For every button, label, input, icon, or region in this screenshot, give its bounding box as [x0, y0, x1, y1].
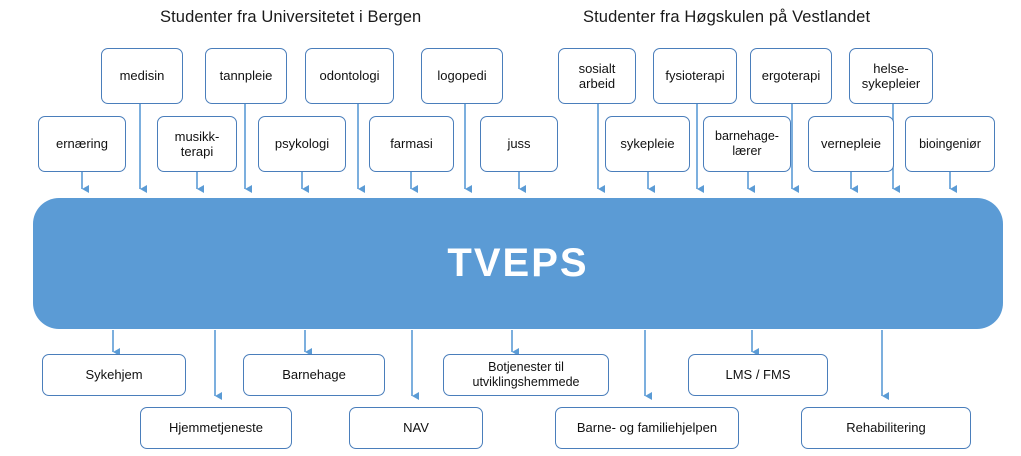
- node-odontologi[interactable]: odontologi: [305, 48, 394, 104]
- node-sosialt-arbeid[interactable]: sosialt arbeid: [558, 48, 636, 104]
- node-ergoterapi[interactable]: ergoterapi: [750, 48, 832, 104]
- node-farmasi[interactable]: farmasi: [369, 116, 454, 172]
- node-hjemmetjeneste[interactable]: Hjemmetjeneste: [140, 407, 292, 449]
- node-ernaering[interactable]: ernæring: [38, 116, 126, 172]
- node-psykologi[interactable]: psykologi: [258, 116, 346, 172]
- node-bioingenior[interactable]: bioingeniør: [905, 116, 995, 172]
- node-barne-familiehjelpen[interactable]: Barne- og familiehjelpen: [555, 407, 739, 449]
- wires-second-row: [81, 172, 957, 193]
- wires-top-row: [139, 104, 900, 193]
- node-musikkterapi[interactable]: musikk-terapi: [157, 116, 237, 172]
- node-helse-sykepleier[interactable]: helse-sykepleier: [849, 48, 933, 104]
- node-lms-fms[interactable]: LMS / FMS: [688, 354, 828, 396]
- node-tannpleie[interactable]: tannpleie: [205, 48, 287, 104]
- node-vernepleie[interactable]: vernepleie: [808, 116, 894, 172]
- wires-services-lower: [214, 330, 889, 400]
- tveps-label: TVEPS: [447, 241, 589, 285]
- tveps-banner[interactable]: TVEPS: [33, 198, 1003, 329]
- node-barnehage[interactable]: Barnehage: [243, 354, 385, 396]
- node-medisin[interactable]: medisin: [101, 48, 183, 104]
- wires-services-upper: [112, 330, 759, 356]
- node-botjenester[interactable]: Botjenester til utviklingshemmede: [443, 354, 609, 396]
- node-nav[interactable]: NAV: [349, 407, 483, 449]
- header-uib: Studenter fra Universitetet i Bergen: [160, 8, 422, 26]
- node-sykepleie[interactable]: sykepleie: [605, 116, 690, 172]
- node-rehabilitering[interactable]: Rehabilitering: [801, 407, 971, 449]
- node-juss[interactable]: juss: [480, 116, 558, 172]
- node-barnehagelaerer[interactable]: barnehage-lærer: [703, 116, 791, 172]
- node-logopedi[interactable]: logopedi: [421, 48, 503, 104]
- header-hvl: Studenter fra Høgskulen på Vestlandet: [583, 8, 871, 26]
- node-sykehjem[interactable]: Sykehjem: [42, 354, 186, 396]
- node-fysioterapi[interactable]: fysioterapi: [653, 48, 737, 104]
